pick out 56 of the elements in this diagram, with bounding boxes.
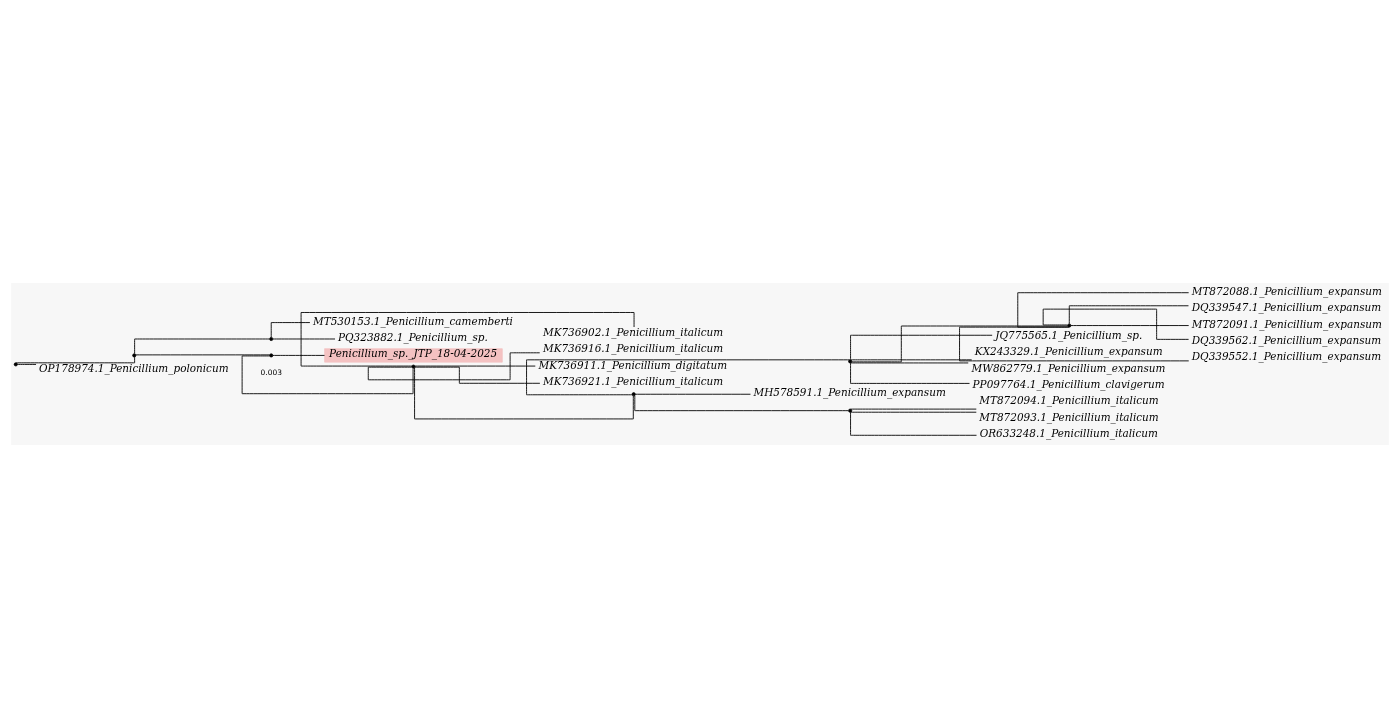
node-text: DQ339562.1_Penicillium_expansum — [1191, 333, 1382, 346]
connector — [850, 334, 993, 360]
node-point — [848, 408, 853, 413]
connector — [634, 393, 751, 395]
connector — [15, 356, 136, 363]
node-text: MT872093.1_Penicillium_italicum — [979, 410, 1159, 423]
node-text: MK736921.1_Penicillium_italicum — [542, 374, 724, 387]
connector — [414, 365, 536, 367]
connector — [272, 354, 325, 356]
node-text: PQ323882.1_Penicillium_sp. — [338, 330, 488, 343]
node-point — [411, 364, 416, 369]
node-text: MK736902.1_Penicillium_italicum — [542, 325, 724, 338]
connector — [850, 362, 970, 384]
connector — [959, 326, 1190, 361]
connector — [850, 362, 969, 363]
node-point — [269, 352, 274, 357]
node-text: PP097764.1_Penicillium_clavigerum — [972, 377, 1165, 390]
node-point — [1067, 323, 1072, 328]
node-text: OP178974.1_Penicillium_polonicum — [39, 361, 229, 374]
node-text: MT872094.1_Penicillium_italicum — [979, 393, 1159, 406]
connector — [414, 366, 541, 384]
connector — [1068, 304, 1189, 324]
connector — [135, 353, 271, 355]
connector — [1070, 324, 1190, 326]
connector — [1042, 308, 1190, 340]
node-text: MK736916.1_Penicillium_italicum — [542, 341, 724, 354]
node-point — [269, 336, 274, 341]
node-point — [13, 361, 18, 366]
node-text: OR633248.1_Penicillium_italicum — [979, 426, 1158, 439]
node-text: MW862779.1_Penicillium_expansum — [971, 361, 1166, 374]
node-text: JQ775565.1_Penicillium_sp. — [995, 328, 1143, 341]
node-point — [848, 358, 853, 363]
connector — [414, 366, 634, 419]
connector — [850, 411, 977, 413]
node-text: DQ339552.1_Penicillium_expansum — [1191, 349, 1382, 362]
node-text: KX243329.1_Penicillium_expansum — [974, 344, 1163, 357]
connector — [270, 321, 311, 338]
node-text: MK736911.1_Penicillium_digitatum — [538, 358, 728, 371]
connector — [272, 338, 336, 339]
connector — [526, 358, 851, 395]
node-text: DQ339547.1_Penicillium_expansum — [1191, 300, 1382, 313]
connector — [850, 358, 973, 360]
connector — [850, 408, 977, 410]
connector — [134, 338, 270, 354]
label: 0.003 — [260, 367, 282, 377]
node-point — [132, 352, 137, 357]
node-text: MT872091.1_Penicillium_expansum — [1191, 317, 1382, 330]
node-text: MT872088.1_Penicillium_expansum — [1191, 284, 1382, 297]
connector — [367, 351, 541, 380]
connector — [634, 394, 849, 411]
node-point — [631, 391, 636, 396]
node-box: Penicillium_sp._JTP_18-04-2025 — [324, 347, 503, 362]
connector — [850, 411, 977, 436]
node-text: MH578591.1_Penicillium_expansum — [753, 385, 946, 398]
connector — [17, 363, 37, 365]
node-text: MT530153.1_Penicillium_camemberti — [313, 314, 513, 327]
